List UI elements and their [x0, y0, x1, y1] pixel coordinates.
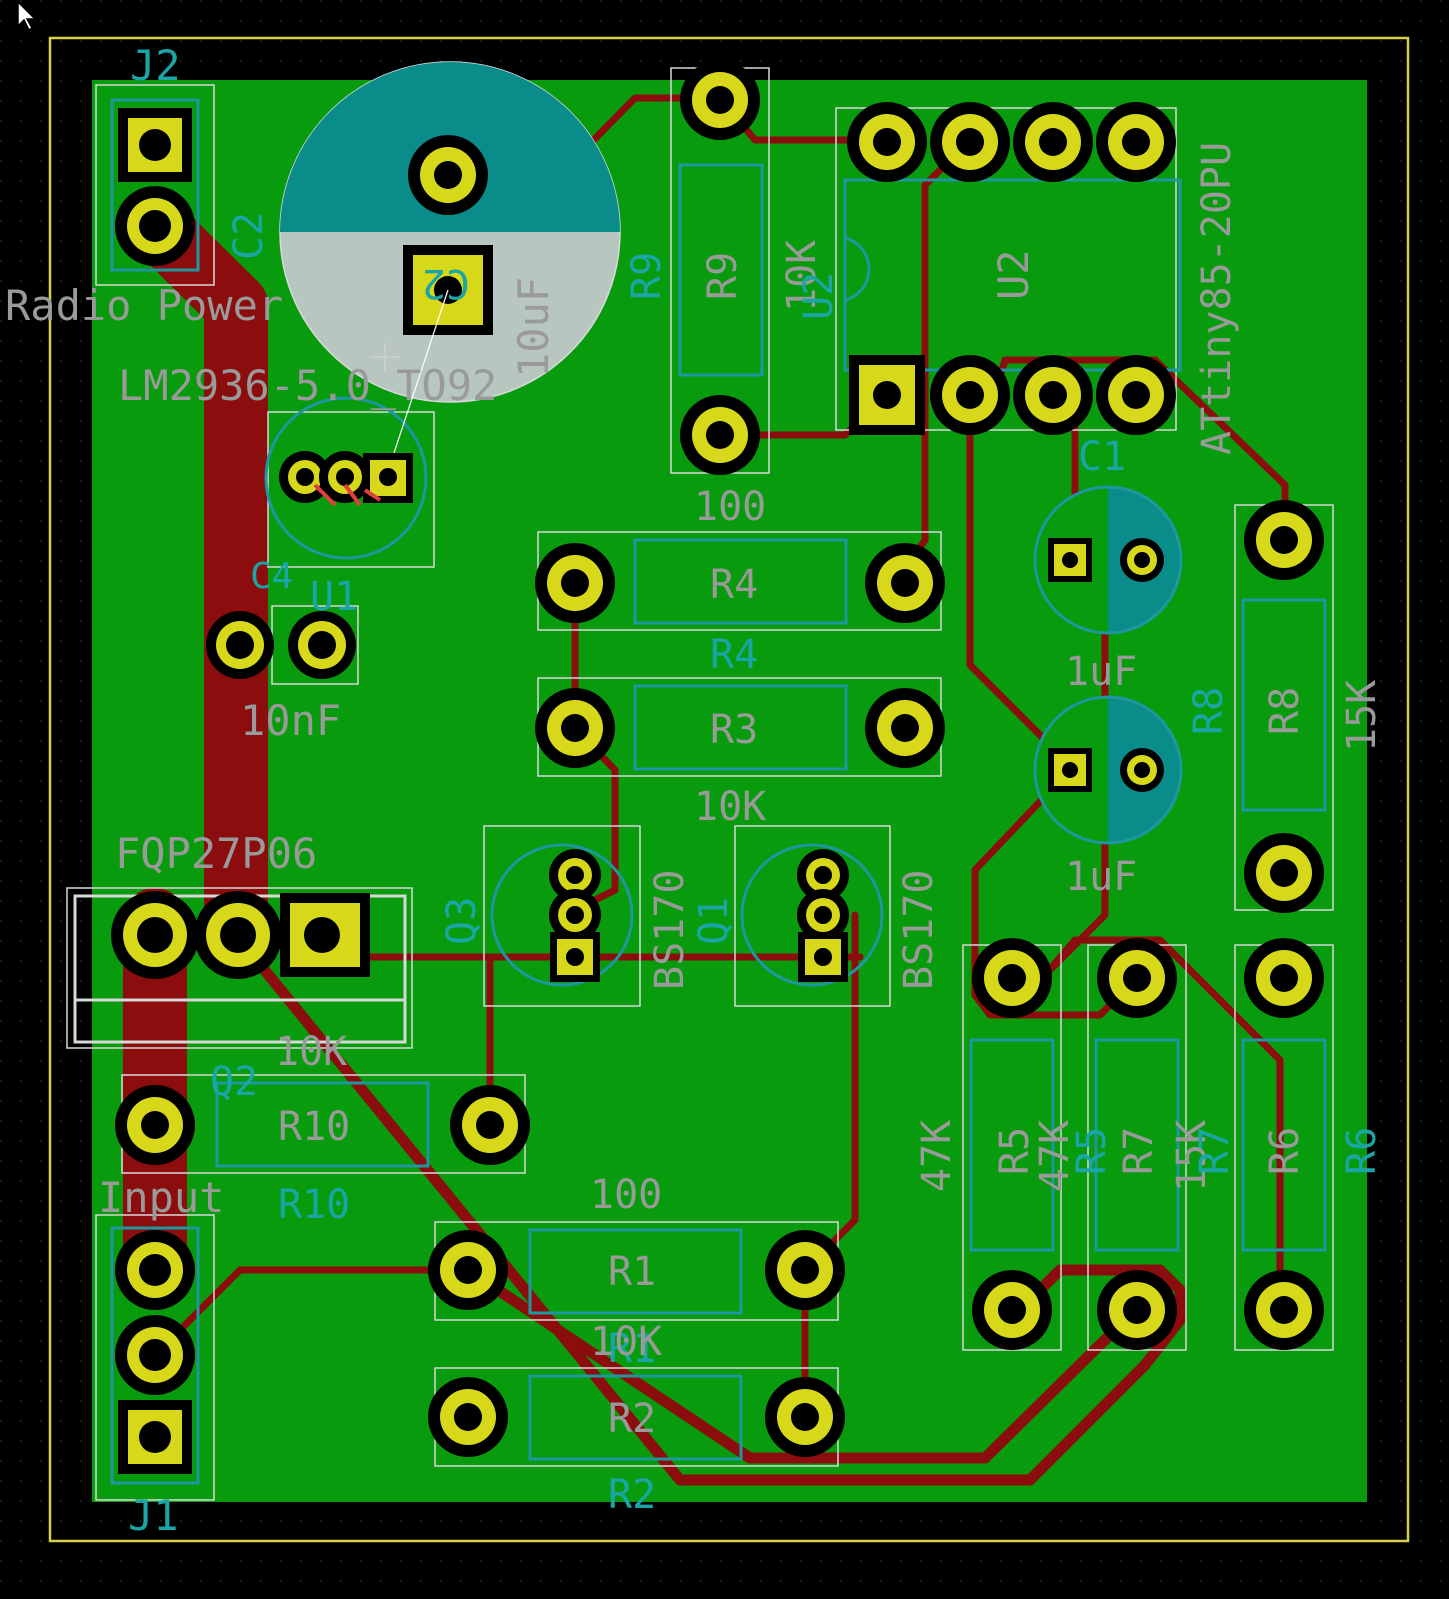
labels: J2 J1 Radio Power Input C2 C2 10uF LM293… — [5, 41, 1385, 1540]
u2-value: ATtiny85-20PU — [1194, 142, 1240, 455]
r10-value: 10K — [275, 1029, 347, 1075]
r8-ref-fab: R8 — [1262, 687, 1308, 735]
c4-ref: C4 — [250, 556, 293, 597]
capacitor-c2[interactable] — [279, 61, 621, 403]
r4-ref-fab: R4 — [710, 562, 758, 608]
q2-value: FQP27P06 — [115, 829, 317, 878]
r1-ref-fab: R1 — [608, 1249, 656, 1295]
board-edge-cuts — [48, 36, 1410, 1543]
r4-value: 100 — [694, 484, 766, 530]
q2-ref: Q2 — [210, 1059, 258, 1105]
r10-ref-fab: R10 — [278, 1104, 350, 1150]
q1-ref: Q1 — [691, 897, 737, 945]
u1-ref: U1 — [310, 574, 358, 620]
r5-ref: R5 — [1069, 1127, 1115, 1175]
r9-value: 10K — [779, 240, 825, 312]
input-label: Input — [98, 1173, 224, 1222]
r4-ref: R4 — [710, 632, 758, 678]
u2-ref: U2 — [796, 272, 842, 320]
r7-ref-fab: R7 — [1116, 1127, 1162, 1175]
r7-value: 15K — [1169, 1120, 1215, 1192]
r9-ref: R9 — [624, 252, 670, 300]
r5-ref-fab: R5 — [992, 1127, 1038, 1175]
r1-ref: R1 — [608, 1326, 656, 1372]
r2-value: 10K — [590, 1319, 662, 1365]
q3-value: BS170 — [647, 870, 693, 990]
r2-ref: R2 — [608, 1472, 656, 1518]
r2-ref-fab: R2 — [608, 1396, 656, 1442]
r8-ref: R8 — [1186, 687, 1232, 735]
mouse-cursor-icon — [17, 0, 37, 32]
q3-ref: Q3 — [439, 897, 485, 945]
r7-ref: R7 — [1192, 1127, 1238, 1175]
c4-value: 10nF — [240, 696, 341, 745]
r5-value: 47K — [914, 1120, 960, 1192]
r5-value-overlay: 47K — [1032, 1120, 1078, 1192]
r10-ref: R10 — [278, 1182, 350, 1228]
c3-value: 1uF — [1065, 854, 1137, 900]
u1-value: LM2936-5.0_TO92 — [118, 361, 497, 410]
pads[interactable] — [111, 60, 1324, 1474]
r6-ref-fab: R6 — [1262, 1127, 1308, 1175]
r8-value: 15K — [1339, 680, 1385, 752]
trace-r4-r3[interactable] — [571, 579, 619, 914]
trace-r1-r7[interactable] — [462, 1264, 1121, 1464]
u2-ref-fab: U2 — [989, 249, 1038, 300]
board-title: Radio Power — [5, 281, 283, 330]
r3-ref-fab: R3 — [710, 707, 758, 753]
c2-value: 10uF — [509, 277, 558, 378]
r1-value: 100 — [590, 1172, 662, 1218]
j1-ref: J1 — [128, 1491, 179, 1540]
trace-q2-loop[interactable] — [230, 929, 1186, 1486]
r9-ref-fab: R9 — [700, 252, 746, 300]
c2-ref: C2 — [226, 212, 272, 260]
r3-value: 10K — [694, 784, 766, 830]
j2-ref: J2 — [130, 41, 181, 90]
c1-ref: C1 — [1078, 434, 1126, 480]
r6-ref: R6 — [1339, 1127, 1385, 1175]
q1-value: BS170 — [896, 870, 942, 990]
trace-r5-r6[interactable] — [1041, 936, 1284, 1314]
trace-j1-r1[interactable] — [151, 1266, 472, 1359]
c1-value: 1uF — [1065, 649, 1137, 695]
c2-ref-fab: C2 — [422, 260, 470, 306]
